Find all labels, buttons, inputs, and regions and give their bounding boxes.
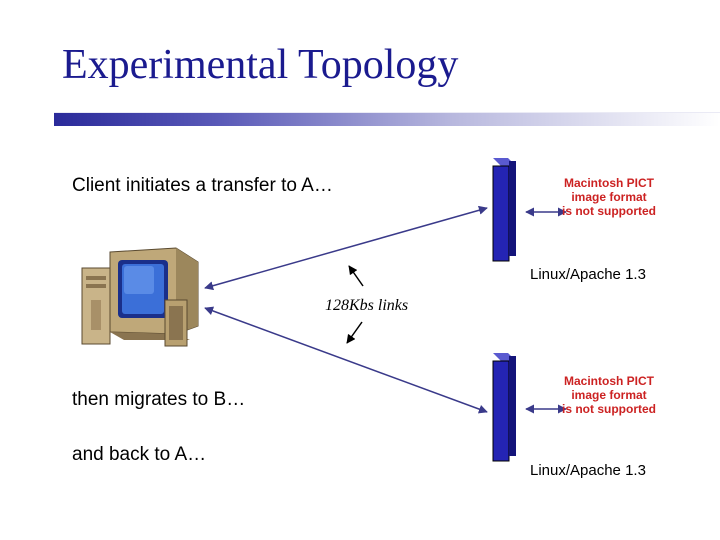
placeholder-line: is not supported: [554, 204, 664, 218]
server-a-icon: [493, 158, 516, 261]
link-to-server-b: [205, 308, 487, 412]
server-a-label: Linux/Apache 1.3: [530, 267, 646, 282]
links-label: 128Kbs links: [325, 298, 408, 314]
placeholder-line: is not supported: [554, 402, 664, 416]
placeholder-line: Macintosh PICT: [554, 176, 664, 190]
server-b-label: Linux/Apache 1.3: [530, 463, 646, 478]
callout-arrow-up: [349, 266, 363, 286]
client-computer-icon: [82, 248, 198, 346]
callout-arrow-down: [347, 322, 362, 343]
server-b-icon: [493, 353, 516, 461]
placeholder-line: image format: [554, 388, 664, 402]
placeholder-line: image format: [554, 190, 664, 204]
server-a-image-placeholder: Macintosh PICT image format is not suppo…: [554, 176, 664, 218]
server-b-image-placeholder: Macintosh PICT image format is not suppo…: [554, 374, 664, 416]
link-to-server-a: [205, 208, 487, 288]
placeholder-line: Macintosh PICT: [554, 374, 664, 388]
